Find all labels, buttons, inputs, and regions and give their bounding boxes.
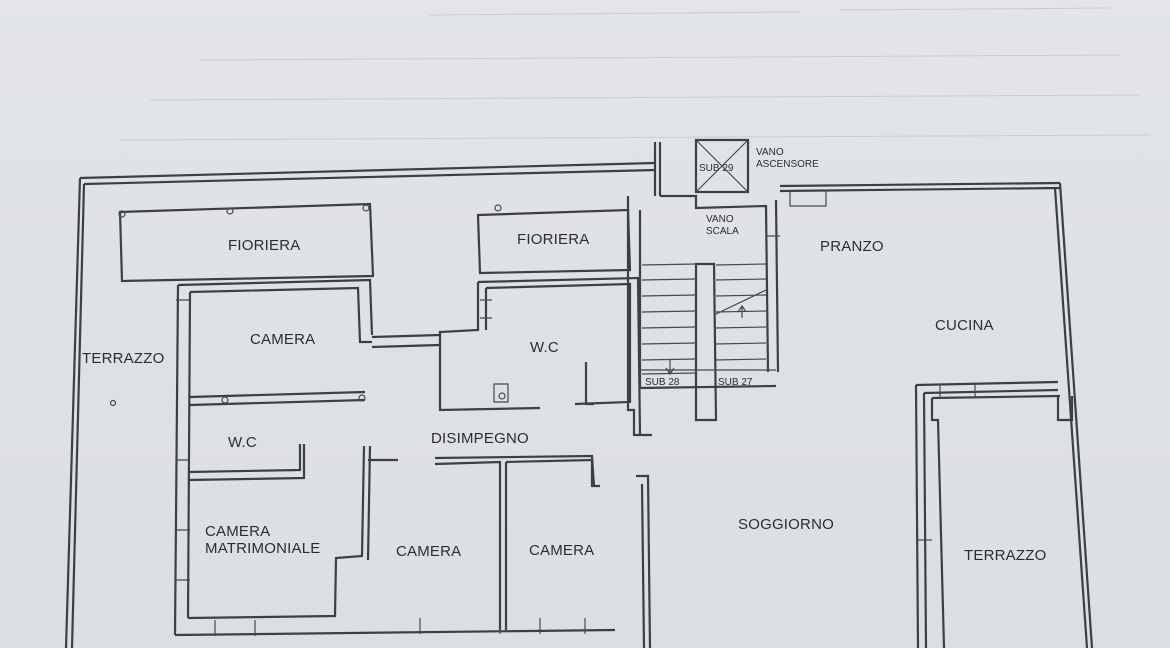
elevator-shaft <box>694 138 750 194</box>
label-camera-right: CAMERA <box>529 542 594 559</box>
kitchen-walls <box>480 190 1074 648</box>
label-camera-top: CAMERA <box>250 331 315 348</box>
label-vano-scala-1: VANO <box>706 214 734 225</box>
label-wc-left: W.C <box>228 434 257 451</box>
background-ghost-lines <box>119 7 1151 141</box>
stairwell <box>626 194 780 437</box>
label-camera-matrimoniale-2: MATRIMONIALE <box>205 540 320 557</box>
room-labels: FIORIERA FIORIERA CAMERA TERRAZZO W.C W.… <box>82 147 1046 564</box>
label-fioriera-right: FIORIERA <box>517 231 589 248</box>
wc-walls <box>434 276 652 648</box>
left-rooms-walls <box>173 278 616 637</box>
label-disimpegno: DISIMPEGNO <box>431 430 529 447</box>
label-camera-middle: CAMERA <box>396 543 461 560</box>
outer-walls <box>64 142 1094 648</box>
label-sub-29: SUB 29 <box>699 163 734 174</box>
label-pranzo: PRANZO <box>820 238 884 255</box>
label-fioriera-left: FIORIERA <box>228 237 300 254</box>
fioriera-boxes <box>118 202 632 283</box>
label-soggiorno: SOGGIORNO <box>738 516 834 533</box>
label-sub-27: SUB 27 <box>718 377 753 388</box>
label-vano-ascensore-1: VANO <box>756 147 784 158</box>
label-terrazzo-right: TERRAZZO <box>964 547 1046 564</box>
label-wc-top: W.C <box>530 339 559 356</box>
label-vano-ascensore-2: ASCENSORE <box>756 159 819 170</box>
label-cucina: CUCINA <box>935 317 994 334</box>
label-sub-28: SUB 28 <box>645 377 680 388</box>
label-vano-scala-2: SCALA <box>706 226 739 237</box>
label-terrazzo-left: TERRAZZO <box>82 350 164 367</box>
label-camera-matrimoniale-1: CAMERA <box>205 523 270 540</box>
marker-dot <box>109 399 117 407</box>
